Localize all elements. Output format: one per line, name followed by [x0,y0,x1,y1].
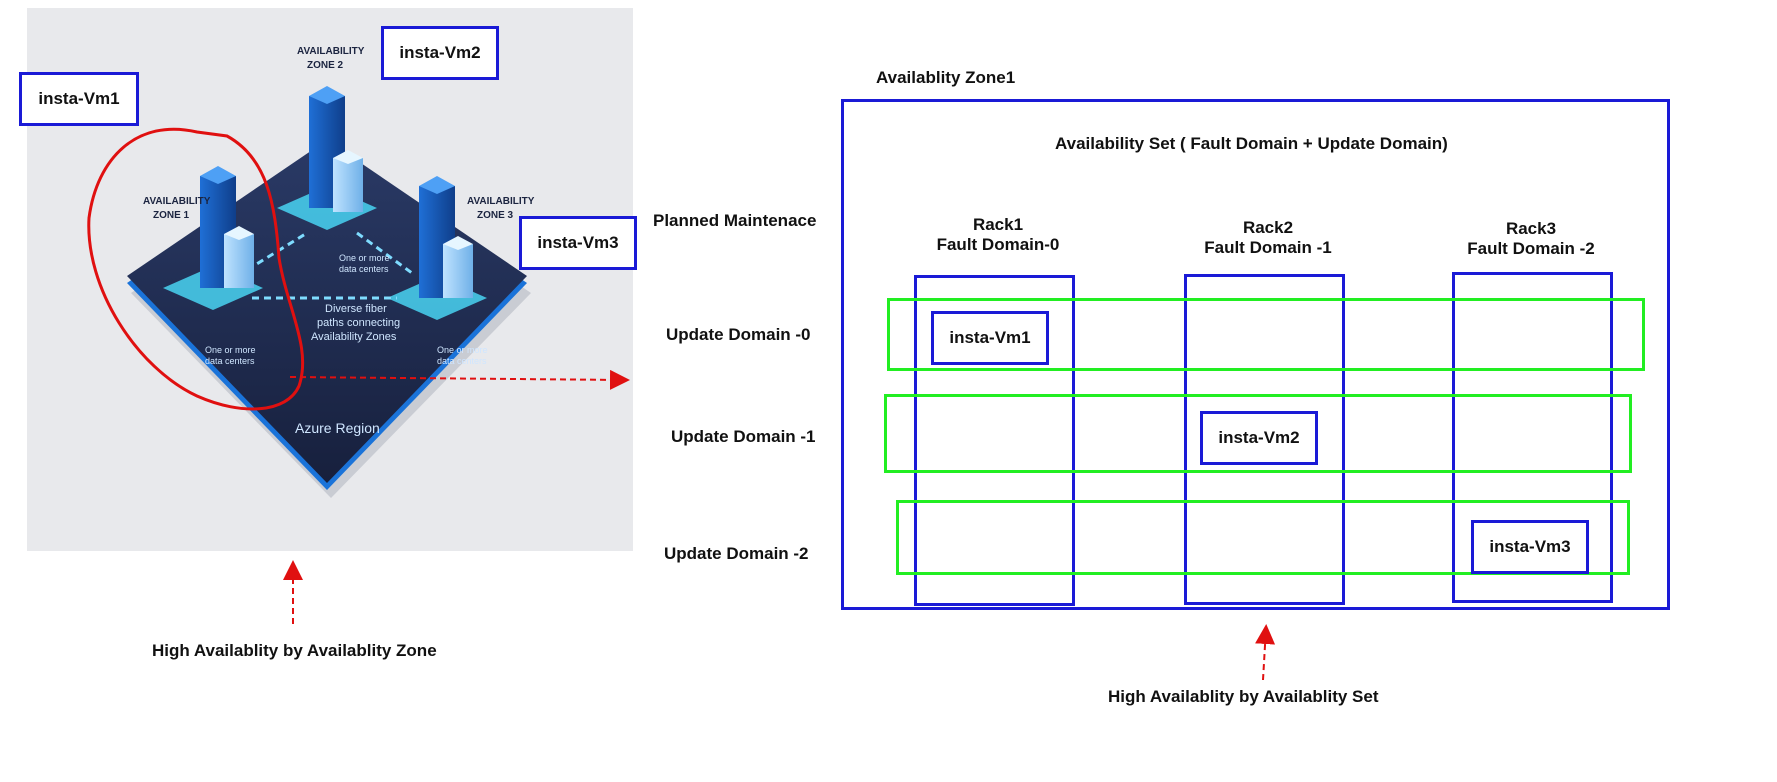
zone2-dc-text-2: data centers [339,264,389,274]
zone1-dc-text-1: One or more [205,345,256,355]
update-domain-2-label: Update Domain -2 [664,544,809,563]
zone2-dc-text-1: One or more [339,253,390,263]
zone2-title-line1: AVAILABILITY [297,46,365,57]
grid-vm3-box: insta-Vm3 [1471,520,1589,574]
rack3-name: Rack3 [1505,219,1557,238]
update-domain-0-label: Update Domain -0 [666,325,811,344]
fiber-text-3: Availability Zones [311,331,397,343]
arrow-to-zone1-detail [289,369,630,390]
rack2-fault-domain: Fault Domain -1 [1204,238,1332,257]
rack3-column [1452,272,1613,603]
rack1-column [914,275,1075,606]
zone1-dc-text-2: data centers [205,356,255,366]
left-vm2-box: insta-Vm2 [381,26,499,80]
rack3-label: Rack3 Fault Domain -2 [1446,219,1616,259]
fiber-text-1: Diverse fiber [325,303,387,315]
update-domain-1-row [884,394,1632,473]
zone3-dc-text-2: data centers [437,356,487,366]
fiber-text-2: paths connecting [317,317,400,329]
rack3-fault-domain: Fault Domain -2 [1467,239,1595,258]
update-domain-0-row [887,298,1645,371]
update-domain-1-label: Update Domain -1 [671,427,816,446]
zone1-title-line2: ZONE 1 [153,210,190,221]
planned-maintenance-label: Planned Maintenace [653,211,817,230]
availability-set-title: Availability Set ( Fault Domain + Update… [1055,134,1448,153]
zone3-title-line2: ZONE 3 [477,210,514,221]
azure-region-diagram: AVAILABILITY ZONE 1 AVAILABILITY ZONE 2 … [87,46,535,498]
left-caption: High Availablity by Availablity Zone [152,641,437,660]
grid-vm1-box: insta-Vm1 [931,311,1049,365]
zone1-title-line1: AVAILABILITY [143,196,211,207]
rack2-label: Rack2 Fault Domain -1 [1183,218,1353,258]
zone1-highlight-outline [87,127,305,411]
rack1-label: Rack1 Fault Domain-0 [913,215,1083,255]
zone3-dc-text-1: One or more [437,345,488,355]
rack1-fault-domain: Fault Domain-0 [936,235,1060,254]
rack2-column [1184,274,1345,605]
rack2-name: Rack2 [1242,218,1294,237]
left-vm3-box: insta-Vm3 [519,216,637,270]
left-vm1-box: insta-Vm1 [19,72,139,126]
zone3-title-line1: AVAILABILITY [467,196,535,207]
right-caption: High Availablity by Availablity Set [1108,687,1379,706]
grid-vm2-box: insta-Vm2 [1200,411,1318,465]
update-domain-2-row [896,500,1630,575]
arrow-to-right-diagram [1255,624,1276,681]
availability-zone1-title: Availablity Zone1 [876,68,1016,87]
zone2-title-line2: ZONE 2 [307,60,344,71]
availability-zone1-frame [841,99,1670,610]
rack1-name: Rack1 [972,215,1024,234]
azure-zone-illustration: AVAILABILITY ZONE 1 AVAILABILITY ZONE 2 … [27,8,633,551]
azure-region-label: Azure Region [295,420,380,436]
